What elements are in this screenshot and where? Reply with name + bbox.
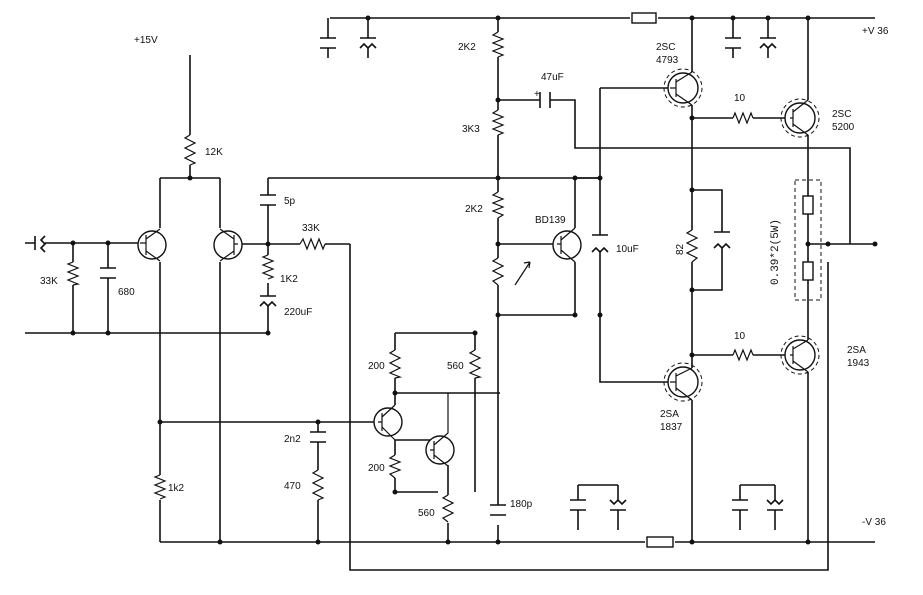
label-plus15: +15V: [134, 35, 158, 46]
label-c680: 680: [118, 287, 135, 298]
c-rail-top-3: [725, 37, 741, 49]
c-rail-top-1: [320, 37, 336, 49]
label-2sa1837-b: 1837: [660, 422, 683, 433]
vas2-transistor: [425, 393, 455, 467]
c-rail-top-2: [359, 37, 377, 50]
label-2sc4793-a: 2SC: [656, 42, 675, 53]
label-bd139: BD139: [535, 215, 566, 226]
r1k2-tail-resistor: [153, 474, 167, 500]
label-r470: 470: [284, 481, 301, 492]
label-r1k2-tail: 1k2: [168, 483, 185, 494]
label-r200-top: 200: [368, 361, 385, 372]
r200-bot-resistor: [388, 454, 402, 479]
c5p-capacitor: [260, 194, 276, 206]
label-vminus: -V 36: [862, 517, 886, 528]
label-r33k-feedback: 33K: [302, 223, 320, 234]
r1k2-feedback-resistor: [261, 254, 275, 280]
label-r2k2-mid: 2K2: [465, 204, 483, 215]
ltp-right-transistor: [213, 228, 243, 262]
label-r12k: 12K: [205, 147, 223, 158]
r560-top-resistor: [468, 349, 483, 379]
c-bias-capacitor: [713, 231, 731, 250]
label-2sc4793-b: 4793: [656, 55, 679, 66]
label-r10-top: 10: [734, 93, 746, 104]
emitter-resistor-box: [794, 179, 822, 301]
emitter-resistor-top: [802, 195, 814, 215]
r82-resistor: [685, 229, 699, 263]
emitter-resistor-bot: [802, 261, 814, 281]
r2k2-top-resistor: [491, 31, 505, 58]
label-c220: 220uF: [284, 307, 312, 318]
labels: +15V 12K 5p 33K 1K2 220uF 33K 680 2K2 47…: [40, 26, 889, 528]
label-2sa1837-a: 2SA: [660, 409, 679, 420]
c220uf-capacitor: [259, 295, 277, 308]
label-c10uf: 10uF: [616, 244, 639, 255]
trimmer-resistor: [491, 257, 505, 286]
trimmer-arrow: [514, 261, 531, 286]
label-r82: 82: [675, 243, 686, 255]
c180p-capacitor: [490, 504, 506, 516]
c-rail-bot-2: [609, 498, 627, 511]
r560-bot-resistor: [441, 494, 455, 523]
c-input-capacitor: [34, 235, 60, 253]
label-c2n2: 2n2: [284, 434, 301, 445]
driver-pnp-transistor: [663, 362, 703, 402]
label-r2k2-top: 2K2: [458, 42, 476, 53]
c-rail-bot-1: [570, 499, 586, 511]
output-npn-transistor: [780, 98, 820, 138]
resistors: [66, 12, 822, 548]
r33k-feedback-resistor: [299, 237, 326, 251]
c2n2-capacitor: [310, 431, 326, 443]
r3k3-resistor: [491, 109, 505, 136]
label-2sa1943-a: 2SA: [847, 345, 866, 356]
label-vplus: +V 36: [862, 26, 889, 37]
label-emitter-resistors: 0.39*2(5W): [770, 219, 782, 285]
wires: [25, 17, 875, 571]
transistors: [137, 68, 820, 467]
fuse-top: [631, 12, 657, 24]
label-c5p: 5p: [284, 196, 296, 207]
output-pnp-transistor: [780, 335, 820, 375]
c47uf-capacitor: [539, 92, 551, 108]
ltp-left-transistor: [137, 228, 167, 262]
driver-npn-transistor: [663, 68, 703, 108]
label-2sc5200-b: 5200: [832, 122, 855, 133]
label-r200-bot: 200: [368, 463, 385, 474]
label-r1k2-feedback: 1K2: [280, 274, 298, 285]
label-r560-bot: 560: [418, 508, 435, 519]
label-2sa1943-b: 1943: [847, 358, 870, 369]
bd139-transistor: [552, 227, 582, 263]
label-r3k3: 3K3: [462, 124, 480, 135]
label-r33k-input: 33K: [40, 276, 58, 287]
r10-top-resistor: [732, 111, 754, 125]
vas-transistor: [373, 404, 403, 441]
label-r10-bot: 10: [734, 331, 746, 342]
label-r560-top: 560: [447, 361, 464, 372]
junctions: [70, 15, 878, 545]
fuse-bot: [646, 536, 674, 548]
r12k-resistor: [183, 134, 197, 166]
label-2sc5200-a: 2SC: [832, 109, 851, 120]
c10uf-capacitor: [591, 234, 609, 254]
c-rail-bot-4: [766, 498, 784, 511]
c680-capacitor: [100, 267, 116, 279]
c-rail-top-4: [759, 37, 777, 50]
capacitors: [34, 37, 784, 516]
r2k2-mid-resistor: [491, 191, 505, 219]
r200-top-resistor: [388, 349, 403, 379]
label-c47: 47uF: [541, 72, 564, 83]
r33k-input-resistor: [66, 261, 81, 286]
r470-resistor: [311, 469, 325, 501]
r10-bot-resistor: [732, 348, 754, 362]
label-c180p: 180p: [510, 499, 533, 510]
label-plus-47: +: [534, 89, 540, 100]
c-rail-bot-3: [732, 499, 748, 511]
